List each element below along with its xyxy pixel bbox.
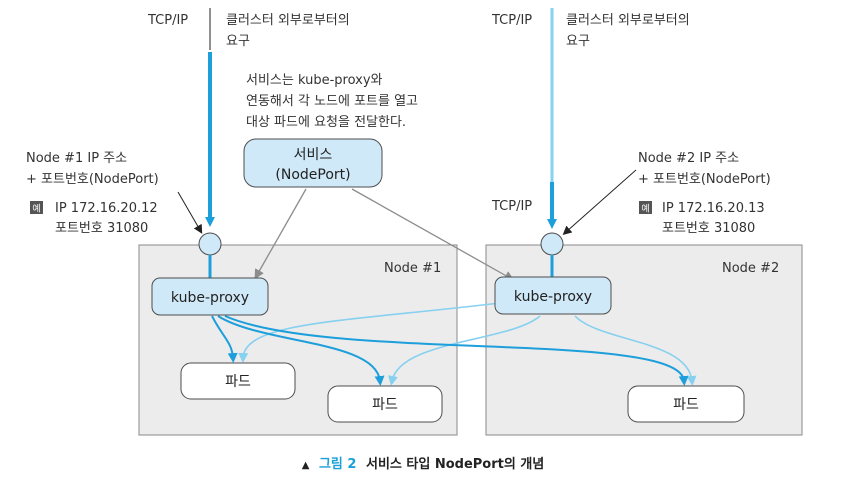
node2-title: Node #2 (722, 261, 779, 276)
proxy1-to-node1-pod2 (217, 315, 385, 386)
proxy2-to-node1-pod1 (238, 302, 501, 363)
caption-figure: 그림 2 (319, 457, 357, 472)
caption-text: 서비스 타입 NodePort의 개념 (366, 456, 544, 472)
proxy1-to-node2-pod1 (224, 315, 689, 386)
node1-example-badge-box (30, 201, 43, 214)
node1-pod-1-label: 파드 (225, 374, 251, 390)
left-request-line-2: 요구 (226, 34, 250, 49)
figure-caption: ▲ 그림 2 서비스 타입 NodePort의 개념 (302, 456, 545, 472)
service-box-line-2: (NodePort) (275, 167, 350, 183)
node1-example-badge: 예 (32, 204, 40, 215)
node2-info-line-2: + 포트번호(NodePort) (638, 172, 771, 187)
node1-info-line-1: Node #1 IP 주소 (26, 151, 127, 166)
node1-info-line-2: + 포트번호(NodePort) (26, 172, 159, 187)
service-note-line-1: 서비스는 kube-proxy와 (246, 73, 383, 88)
node1-pod-1-box (180, 362, 296, 400)
node1-example-port: 포트번호 31080 (55, 221, 148, 236)
node1-kube-proxy-label: kube-proxy (171, 290, 249, 306)
node2-example-ip: IP 172.16.20.13 (662, 201, 765, 216)
service-to-proxy1-arrow (254, 188, 307, 280)
node1-info-pointer (177, 191, 203, 234)
proxy1-to-node1-pod1 (211, 315, 238, 363)
node2-pod-1-label: 파드 (673, 397, 699, 413)
node2-example-port: 포트번호 31080 (662, 221, 755, 236)
node1-pod-2-box (327, 385, 443, 423)
caption-marker: ▲ (302, 460, 310, 471)
left-protocol-label: TCP/IP (147, 13, 188, 28)
node1-example-ip: IP 172.16.20.12 (55, 201, 158, 216)
service-note-line-2: 연동해서 각 노드에 포트를 열고 (246, 94, 418, 109)
right-request-line-1: 클러스터 외부로부터의 (566, 13, 690, 28)
node1-port-circle (198, 232, 222, 256)
node2-protocol-label: TCP/IP (491, 199, 532, 214)
right-protocol-label: TCP/IP (491, 13, 532, 28)
proxy2-to-node2-pod1 (574, 315, 697, 386)
node1-pod-2-label: 파드 (372, 397, 398, 413)
node1-title: Node #1 (384, 261, 441, 276)
node2-port-circle (540, 232, 564, 256)
node2-info-line-1: Node #2 IP 주소 (638, 151, 739, 166)
service-box-line-1: 서비스 (294, 147, 333, 163)
right-request-line-2: 요구 (566, 34, 590, 49)
node1-kube-proxy-box (151, 277, 269, 316)
node2-info-pointer (562, 169, 637, 235)
node2-kube-proxy-box (494, 276, 612, 315)
service-box (243, 138, 383, 188)
service-note-line-3: 대상 파드에 요청을 전달한다. (246, 115, 406, 130)
proxy2-to-node1-pod2 (388, 315, 541, 386)
node2-example-badge: 예 (641, 204, 649, 215)
node2-example-badge-box (639, 201, 652, 214)
left-request-line-1: 클러스터 외부로부터의 (226, 13, 350, 28)
service-to-proxy2-arrow (351, 188, 515, 281)
node2-pod-1-box (627, 385, 745, 423)
node2-kube-proxy-label: kube-proxy (514, 289, 592, 305)
